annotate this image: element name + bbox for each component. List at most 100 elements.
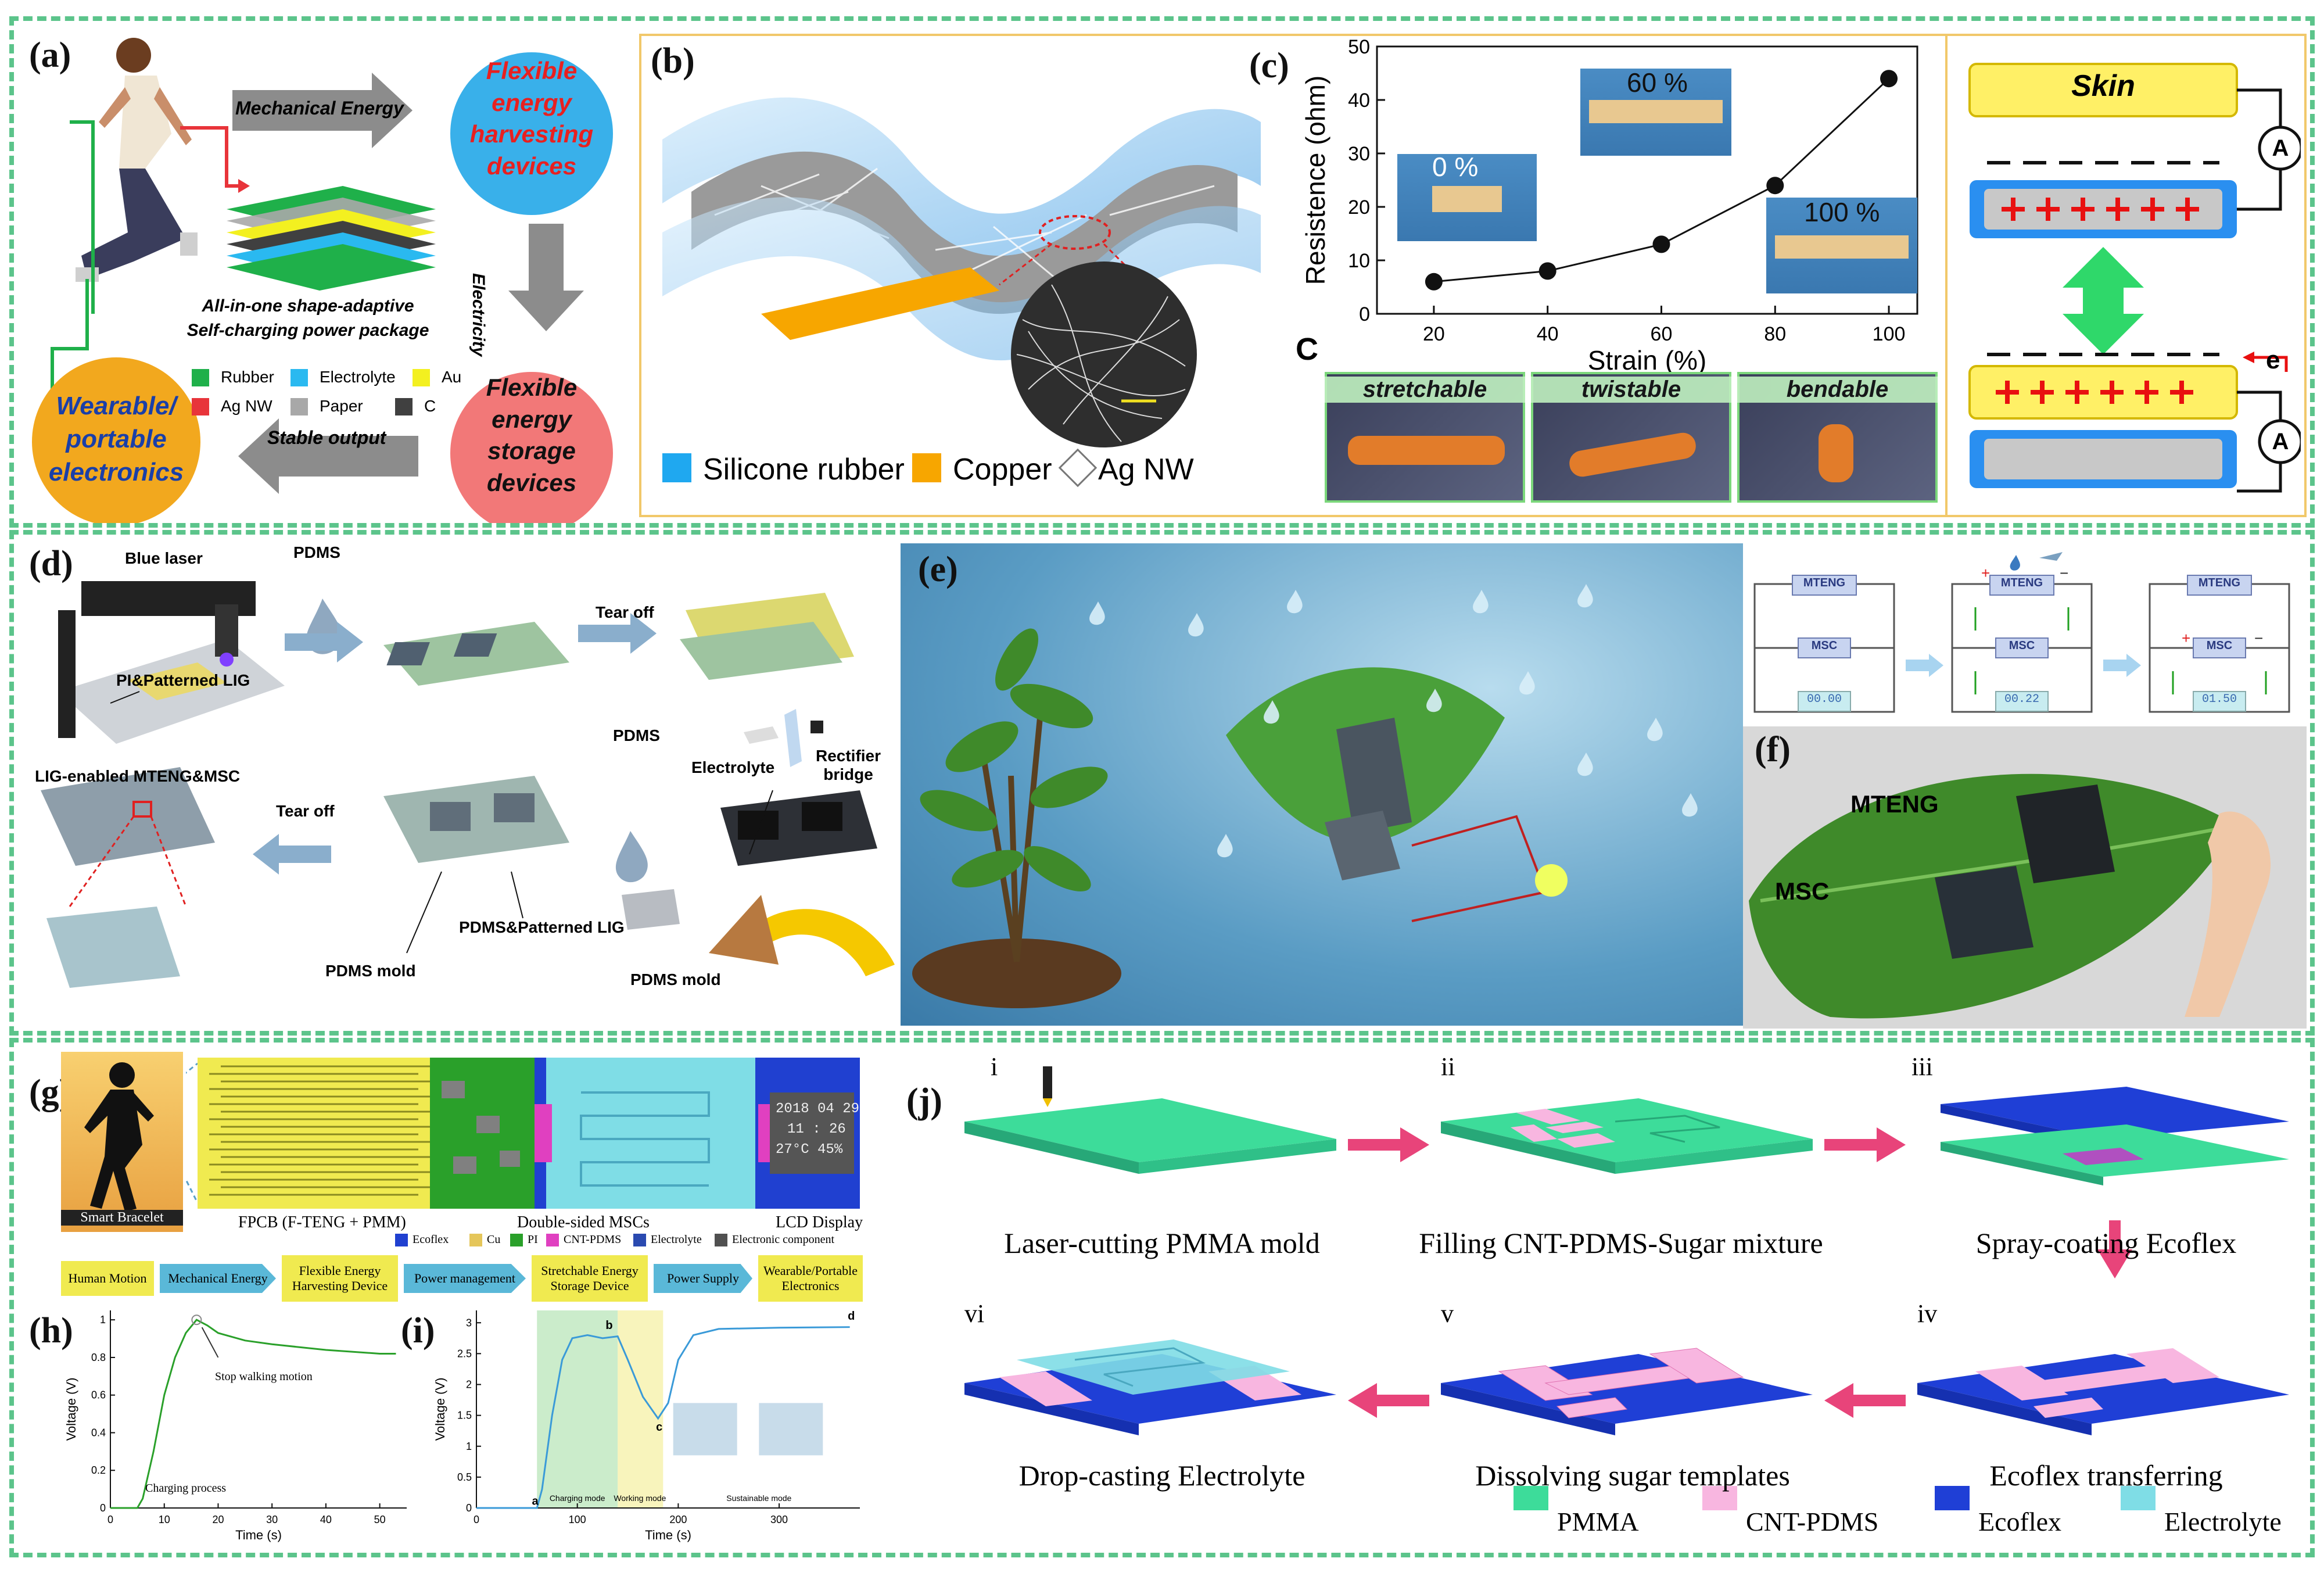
g-legend-electrolyte: Electrolyte [651, 1233, 702, 1246]
x-tick-label-2: 60 [1651, 323, 1673, 345]
flow-power-mgmt: Power management [404, 1264, 526, 1293]
i-y-tick-label-1: 0.5 [457, 1471, 472, 1483]
x-tick-label-4: 100 [1873, 323, 1906, 345]
h-y-tick-label-4: 0.8 [91, 1352, 106, 1363]
label-tear-off-bottom: Tear off [276, 802, 335, 820]
h-peak-marker [191, 1314, 202, 1326]
svg-text:−: − [2254, 629, 2263, 647]
h-y-tick-label-3: 0.6 [91, 1389, 106, 1401]
y-tick-label-4: 40 [1348, 89, 1370, 112]
i-x-tick-label-1: 100 [569, 1514, 586, 1525]
panel-label-d: (d) [29, 544, 73, 583]
flow-human-motion: Human Motion [61, 1261, 154, 1296]
legend-c: C [424, 397, 436, 415]
svg-text:+: + [1981, 564, 1990, 582]
legend-rubber: Rubber [221, 368, 274, 386]
panel-label-h: (h) [29, 1311, 73, 1351]
j-legend-ecoflex: Ecoflex [1978, 1507, 2062, 1536]
runner-figure [76, 38, 198, 282]
i-mode-label-0: Charging mode [550, 1493, 605, 1503]
i-y-tick-label-3: 1.5 [457, 1410, 472, 1421]
electron-label: e [2266, 346, 2280, 374]
label-fpcb: FPCB (F-TENG + PMM) [238, 1213, 406, 1231]
panel-label-e: (e) [918, 550, 958, 589]
lcd-time: 11 : 26 [787, 1122, 846, 1137]
flow-storage: Stretchable Energy Storage Device [532, 1255, 648, 1302]
row2-border [9, 530, 2315, 1036]
i-point-label-b: b [605, 1319, 612, 1332]
circuit-mteng-1: MTENG [1803, 576, 1846, 589]
legend-copper: Copper [953, 453, 1052, 486]
label-pdms-mold-left: PDMS mold [325, 962, 416, 980]
x-tick-label-0: 20 [1423, 323, 1445, 345]
x-tick-label-1: 40 [1537, 323, 1559, 345]
legend-silicone: Silicone rubber [703, 453, 905, 486]
h-x-tick-label-0: 0 [107, 1514, 113, 1525]
i-y-tick-label-0: 0 [466, 1502, 472, 1514]
photo-label-bendable: bendable [1737, 377, 1938, 403]
circle-storage-text: Flexible energy storage devices [486, 374, 578, 496]
photo-stretchable-strip [1348, 436, 1505, 465]
h-annot-arrow [201, 1327, 219, 1358]
h-y-tick-label-0: 0 [100, 1502, 106, 1514]
i-y-tick-label-2: 1 [466, 1441, 472, 1452]
label-lcd: LCD Display [776, 1213, 863, 1231]
inset-label-60: 60 % [1627, 67, 1688, 98]
svg-text:+: + [2182, 629, 2190, 647]
circle-harvest-text: Flexible energy harvesting devices [469, 57, 594, 180]
chart-inset-0-strip [1432, 186, 1502, 212]
y-tick-label-2: 20 [1348, 196, 1370, 218]
lcd-date: 2018 04 29 [776, 1101, 860, 1117]
chart-inset-100-strip [1775, 235, 1909, 259]
legend-paper: Paper [320, 397, 363, 415]
i-mode-label-1: Working mode [614, 1493, 666, 1503]
h-y-tick-label-1: 0.2 [91, 1464, 106, 1476]
i-x-tick-label-2: 200 [669, 1514, 687, 1525]
i-y-tick-label-4: 2 [466, 1379, 472, 1391]
h-annot-charging: Charging process [145, 1482, 227, 1495]
panel-label-i: (i) [401, 1311, 435, 1351]
j-step-num-iv: iv [1917, 1299, 1938, 1328]
x-tick-label-3: 80 [1764, 323, 1786, 345]
label-pdms-top: PDMS [293, 543, 340, 561]
i-x-tick-label-0: 0 [474, 1514, 479, 1525]
circuit-msc-1: MSC [1811, 639, 1838, 652]
legend-electrolyte: Electrolyte [320, 368, 396, 386]
panel-a-graphic [32, 38, 613, 523]
j-legend-pmma: PMMA [1557, 1507, 1639, 1536]
svg-text:−: − [2060, 564, 2068, 582]
i-mode-label-2: Sustainable mode [726, 1493, 791, 1503]
panel-label-a: (a) [29, 35, 71, 75]
package-line1: All-in-one shape-adaptive [202, 296, 414, 316]
i-voltage-curve [476, 1326, 850, 1509]
j-step-num-vi: vi [964, 1299, 985, 1328]
label-smart-bracelet: Smart Bracelet [61, 1210, 183, 1226]
i-watch-photo-2 [759, 1403, 823, 1456]
data-point-4 [1880, 70, 1898, 88]
inset-label-0: 0 % [1432, 152, 1479, 182]
data-point-3 [1766, 177, 1784, 195]
j-caption-v: Dissolving sugar templates [1475, 1459, 1790, 1492]
h-x-tick-label-2: 20 [212, 1514, 224, 1525]
circuit-readout-1: 00.00 [1806, 693, 1842, 706]
g-legend-ecoflex: Ecoflex [413, 1233, 449, 1246]
circuit-readout-2: 00.22 [2004, 693, 2039, 706]
label-electrolyte-d: Electrolyte [691, 758, 775, 776]
j-legend-cnt: CNT-PDMS [1746, 1507, 1879, 1536]
label-pdms-lig: PDMS&Patterned LIG [459, 918, 625, 936]
g-legend-pi: PI [528, 1233, 538, 1246]
y-tick-label-0: 0 [1359, 303, 1370, 325]
label-rectifier: Rectifier bridge [815, 747, 881, 783]
panel-label-f: (f) [1755, 730, 1791, 769]
data-point-1 [1538, 262, 1556, 280]
panel-e-graphic [912, 584, 1698, 1008]
skin-label: Skin [2071, 69, 2135, 103]
legend-au: Au [442, 368, 462, 386]
lcd-temp: 27°C 45% [776, 1142, 843, 1158]
circuit-readout-3: 01.50 [2201, 693, 2237, 706]
circuit-mteng-3: MTENG [2198, 576, 2241, 589]
j-caption-i: Laser-cutting PMMA mold [1004, 1227, 1320, 1259]
label-pdms-mid: PDMS [613, 726, 660, 744]
